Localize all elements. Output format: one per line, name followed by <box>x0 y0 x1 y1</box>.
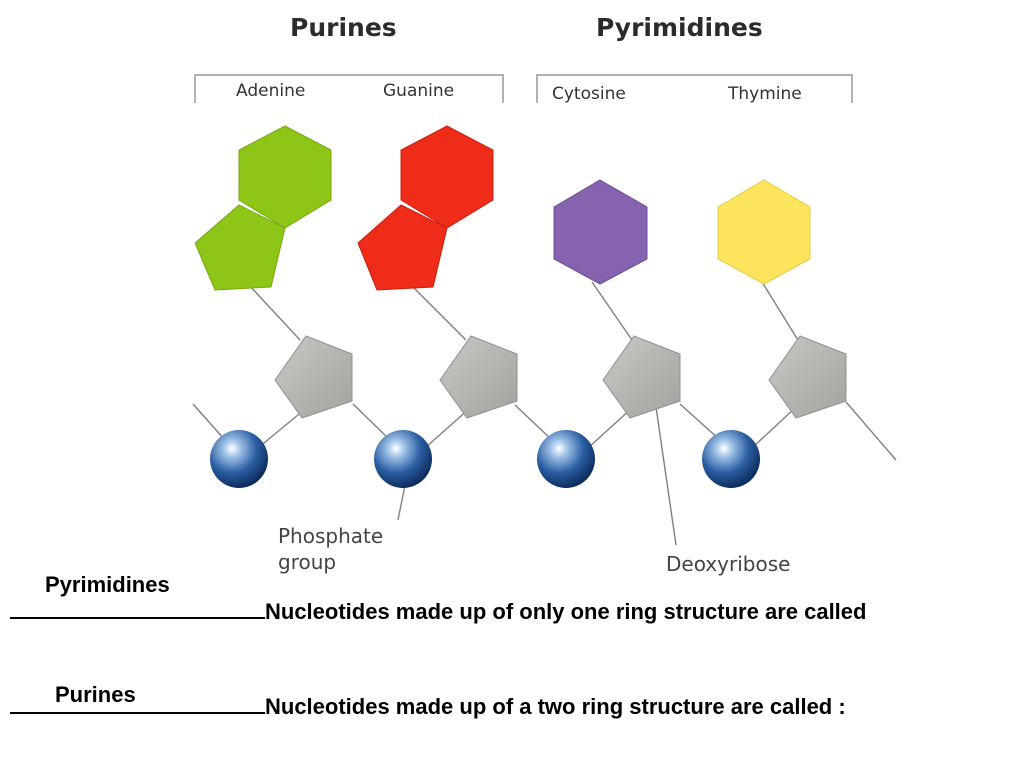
pyrimidines-heading: Pyrimidines <box>596 13 763 42</box>
question-1: Nucleotides made up of only one ring str… <box>10 597 866 625</box>
nucleotide-diagram <box>192 74 897 546</box>
question-2: Nucleotides made up of a two ring struct… <box>10 692 846 720</box>
phosphate-ball <box>210 430 268 488</box>
backbone <box>192 281 897 546</box>
phosphate-callout-line1: Phosphate <box>278 524 384 548</box>
phosphate-ball <box>702 430 760 488</box>
sugar-pentagon <box>439 335 518 419</box>
guanine-molecule <box>357 125 494 291</box>
question-1-text: Nucleotides made up of only one ring str… <box>265 599 867 624</box>
purines-heading: Purines <box>290 13 397 42</box>
adenine-label: Adenine <box>236 81 306 101</box>
answer-2: Purines <box>55 682 136 707</box>
adenine-molecule <box>194 125 332 291</box>
guanine-label: Guanine <box>383 81 455 101</box>
purines-bracket <box>194 74 504 103</box>
cytosine-hexagon <box>553 179 648 285</box>
deoxyribose-callout: Deoxyribose <box>666 552 791 576</box>
answer-blank-2[interactable] <box>10 692 265 714</box>
sugar-pentagon <box>274 335 353 419</box>
cytosine-label: Cytosine <box>552 84 626 104</box>
guanine-pentagon <box>357 204 448 291</box>
adenine-pentagon <box>194 204 286 291</box>
phosphate-ball <box>537 430 595 488</box>
pyrimidines-bracket <box>536 74 853 103</box>
phosphate-group-callout: Phosphate group <box>278 523 383 575</box>
sugar-pentagon <box>768 335 847 419</box>
answer-blank-1[interactable] <box>10 597 265 619</box>
sugar-pentagon <box>602 335 681 419</box>
thymine-hexagon <box>717 179 811 285</box>
phosphate-callout-line2: group <box>278 550 337 574</box>
phosphate-ball <box>374 430 432 488</box>
question-2-text: Nucleotides made up of a two ring struct… <box>265 694 846 719</box>
thymine-label: Thymine <box>728 84 802 104</box>
answer-1: Pyrimidines <box>45 572 170 597</box>
